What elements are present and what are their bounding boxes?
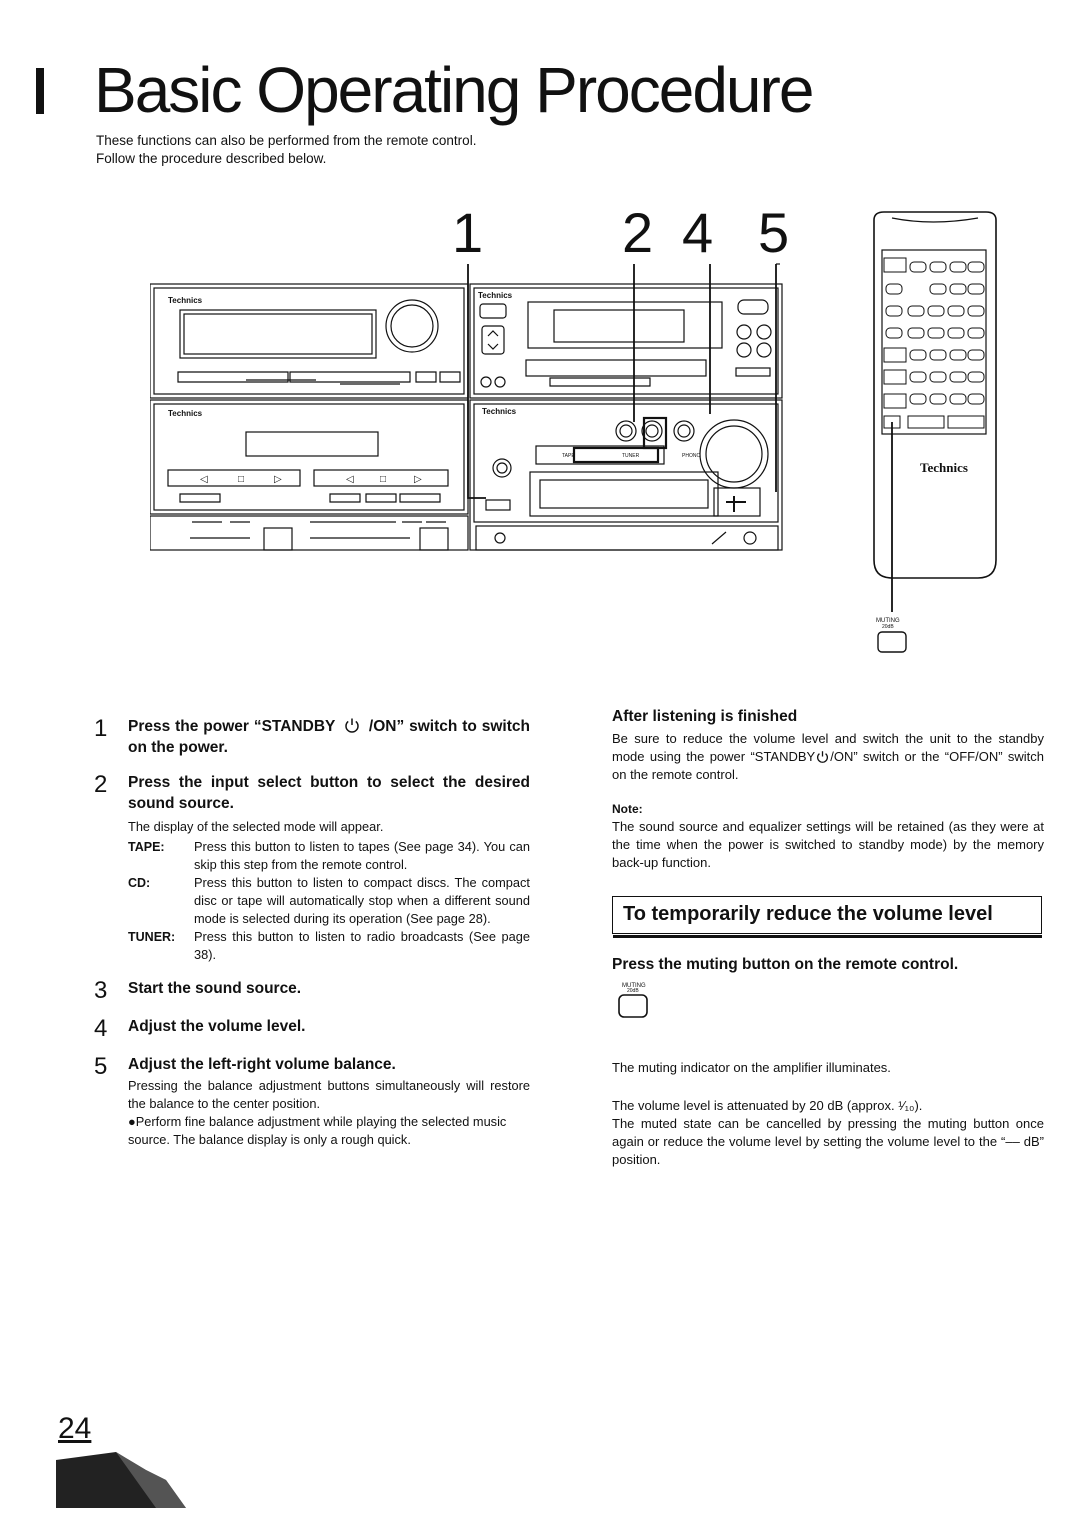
step-3: 3 Start the sound source. xyxy=(94,978,530,1004)
remote-control: Technics MUTING 20dB xyxy=(873,211,997,653)
note-label: Note: xyxy=(612,802,643,816)
tuner-unit: Technics xyxy=(149,283,469,399)
step-5-text: Pressing the balance adjustment buttons … xyxy=(128,1078,530,1111)
callout-4: 4 xyxy=(682,210,713,264)
info-column: After listening is finished Be sure to r… xyxy=(612,708,1044,1183)
callout-5: 5 xyxy=(758,210,789,264)
definition-description: Press this button to listen to tapes (Se… xyxy=(194,839,530,872)
step-number: 1 xyxy=(94,715,108,742)
cancel-muting-text: The muted state can be cancelled by pres… xyxy=(612,1116,1044,1167)
svg-text:□: □ xyxy=(238,474,244,485)
note-text: The sound source and equalizer settings … xyxy=(612,819,1044,870)
definition-row: TUNER: Press this button to listen to ra… xyxy=(128,928,530,964)
step-5-heading: Adjust the left-right volume balance. xyxy=(128,1056,396,1073)
definition-term: CD: xyxy=(128,876,151,890)
svg-text:□: □ xyxy=(380,474,386,485)
svg-text:TAPE: TAPE xyxy=(562,453,575,459)
remote-muting-sub: 20dB xyxy=(882,624,894,630)
definition-description: Press this button to listen to compact d… xyxy=(194,875,530,926)
page-number: 24 xyxy=(58,1412,92,1445)
after-listening-text: Be sure to reduce the volume level and s… xyxy=(612,730,1044,784)
svg-text:▷: ▷ xyxy=(274,474,282,485)
step-4: 4 Adjust the volume level. xyxy=(94,1016,530,1042)
definition-term: TUNER: xyxy=(128,930,176,944)
step-5-bullet: ●Perform fine balance adjustment while p… xyxy=(128,1114,507,1147)
intro-text: These functions can also be performed fr… xyxy=(96,132,616,168)
svg-text:TUNER: TUNER xyxy=(622,453,640,459)
definition-row: CD: Press this button to listen to compa… xyxy=(128,874,530,928)
step-1-heading-end: /ON” switch to switch on the power. xyxy=(128,718,530,756)
step-number: 3 xyxy=(94,977,108,1004)
after-text-end: /ON” switch or the “OFF/ON” switch on th… xyxy=(612,749,1044,782)
step-2-heading: Press the input select button to select … xyxy=(128,774,530,812)
svg-text:MUTING: MUTING xyxy=(622,983,646,989)
step-1-heading-start: Press the power “STANDBY xyxy=(128,718,336,735)
cassette-unit: Technics ◁ □ ▷ ◁ □ ▷ xyxy=(149,399,469,515)
source-definitions: TAPE: Press this button to listen to tap… xyxy=(128,838,530,964)
svg-text:Technics: Technics xyxy=(482,407,517,416)
svg-text:20dB: 20dB xyxy=(627,988,639,994)
muting-instruction: Press the muting button on the remote co… xyxy=(612,956,959,973)
step-5: 5 Adjust the left-right volume balance. … xyxy=(94,1054,530,1149)
step-4-heading: Adjust the volume level. xyxy=(128,1018,306,1035)
muting-indicator-text: The muting indicator on the amplifier il… xyxy=(612,1060,891,1075)
step-2-text: The display of the selected mode will ap… xyxy=(128,819,384,834)
svg-text:▷: ▷ xyxy=(414,474,422,485)
intro-line-1: These functions can also be performed fr… xyxy=(96,133,477,148)
step-number: 4 xyxy=(94,1015,108,1042)
stereo-system-illustration: 1 2 4 5 Technics Technics ◁ □ ▷ ◁ xyxy=(149,201,1000,670)
left-base xyxy=(149,515,469,551)
step-number: 5 xyxy=(94,1053,108,1080)
muting-button-icon: MUTING 20dB xyxy=(616,980,1044,1025)
svg-text:◁: ◁ xyxy=(346,474,354,485)
standby-power-icon xyxy=(340,718,369,735)
remote-muting-label: MUTING xyxy=(876,618,900,624)
definition-description: Press this button to listen to radio bro… xyxy=(194,929,530,962)
svg-text:Technics: Technics xyxy=(168,409,203,418)
callout-2: 2 xyxy=(622,210,653,264)
definition-row: TAPE: Press this button to listen to tap… xyxy=(128,838,530,874)
svg-text:Technics: Technics xyxy=(478,291,513,300)
step-2: 2 Press the input select button to selec… xyxy=(94,772,530,964)
svg-text:◁: ◁ xyxy=(200,474,208,485)
steps-column: 1 Press the power “STANDBY /ON” switch t… xyxy=(94,716,530,1157)
step-number: 2 xyxy=(94,771,108,798)
standby-power-icon xyxy=(815,749,830,764)
intro-line-2: Follow the procedure described below. xyxy=(96,151,327,166)
amplifier-unit: Technics TAPE TUNER PHONO xyxy=(469,399,783,551)
corner-shading xyxy=(56,1440,186,1508)
title-marker xyxy=(36,68,44,114)
after-text-start: Be sure to reduce the volume level and s… xyxy=(612,731,1044,764)
step-3-heading: Start the sound source. xyxy=(128,980,302,997)
after-listening-heading: After listening is finished xyxy=(612,708,798,725)
svg-text:PHONO: PHONO xyxy=(682,453,700,459)
svg-text:Technics: Technics xyxy=(168,296,203,305)
page-title: Basic Operating Procedure xyxy=(94,54,814,126)
callout-1: 1 xyxy=(452,210,483,264)
attenuation-text: The volume level is attenuated by 20 dB … xyxy=(612,1098,923,1113)
svg-text:Technics: Technics xyxy=(920,460,968,475)
mute-section-title: To temporarily reduce the volume level xyxy=(612,896,1042,938)
step-1: 1 Press the power “STANDBY /ON” switch t… xyxy=(94,716,530,758)
cd-unit: Technics xyxy=(469,283,783,399)
definition-term: TAPE: xyxy=(128,840,165,854)
